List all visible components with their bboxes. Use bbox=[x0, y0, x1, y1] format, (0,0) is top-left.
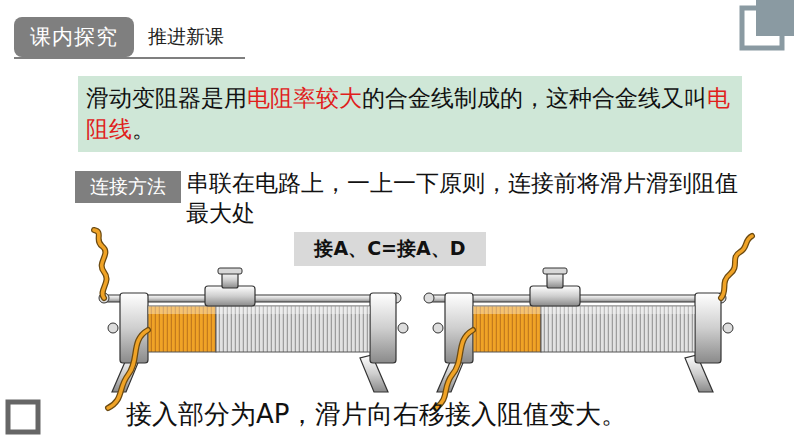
node-text: 接A、C=接A、D bbox=[314, 236, 465, 262]
tab-shape bbox=[14, 17, 134, 57]
method-text: 串联在电路上，一上一下原则，连接前将滑片滑到阻值最大处 bbox=[186, 168, 746, 228]
deco-square bbox=[8, 402, 38, 432]
node-text: 。 bbox=[132, 116, 155, 142]
section-title: 推进新课 bbox=[148, 24, 258, 50]
highlight-text: 电阻率较大 bbox=[247, 85, 362, 111]
definition-box: 滑动变阻器是用电阻率较大的合金线制成的，这种合金线又叫电阻线。 bbox=[78, 76, 742, 152]
text-flow: 滑动变阻器是用电阻率较大的合金线制成的，这种合金线又叫电阻线。 bbox=[86, 83, 734, 145]
wires bbox=[94, 230, 752, 408]
node-text: 的合金线制成的，这种合金线又叫 bbox=[362, 85, 707, 111]
node-text: 课内探究 bbox=[30, 23, 118, 51]
header-tab: 课内探究 bbox=[14, 17, 134, 57]
bottom-note: 接入部分为AP，滑片向右移接入阻值变大。 bbox=[126, 397, 686, 432]
equivalence-box: 接A、C=接A、D bbox=[294, 232, 486, 266]
deco-square bbox=[756, 0, 794, 36]
node-text: 连接方法 bbox=[90, 174, 166, 200]
method-tag: 连接方法 bbox=[75, 171, 181, 203]
node-text: 滑动变阻器是用 bbox=[86, 85, 247, 111]
header-rule bbox=[14, 57, 245, 59]
